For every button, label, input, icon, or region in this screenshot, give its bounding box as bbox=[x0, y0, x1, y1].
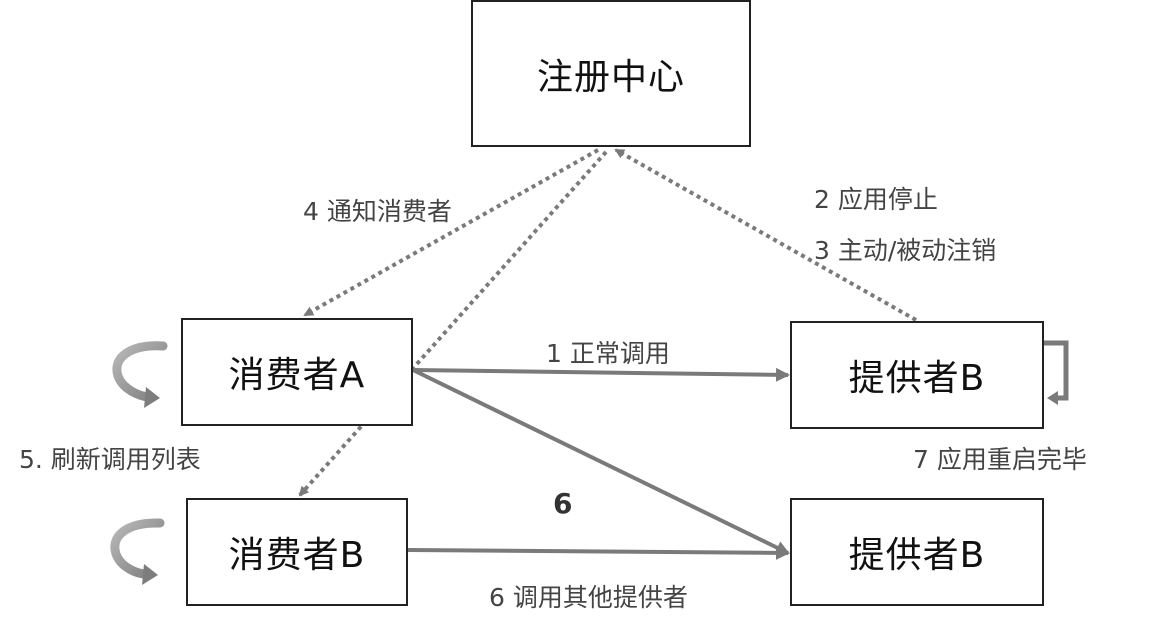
registry-center-box: 注册中心 bbox=[471, 0, 751, 147]
notify-consumer-a-arrow bbox=[303, 148, 599, 317]
normal-call-label: 1 正常调用 bbox=[546, 339, 670, 368]
provider-b-bottom-label: 提供者B bbox=[848, 535, 986, 576]
restart-done-label: 7 应用重启完毕 bbox=[913, 445, 1087, 474]
restart-loop-icon bbox=[1044, 340, 1069, 405]
provider-b-bottom-box: 提供者B bbox=[790, 498, 1044, 606]
consumer-a-label: 消费者A bbox=[228, 355, 366, 396]
registry-center-label: 注册中心 bbox=[536, 56, 685, 98]
call-other-provider-label: 6 调用其他提供者 bbox=[489, 583, 688, 612]
consumer-a-box: 消费者A bbox=[181, 318, 413, 426]
deregister-arrow bbox=[614, 148, 917, 322]
refresh-list-label: 5. 刷新调用列表 bbox=[19, 445, 201, 474]
deregister-label: 3 主动/被动注销 bbox=[814, 236, 997, 265]
app-stop-label: 2 应用停止 bbox=[814, 185, 938, 214]
provider-b-top-label: 提供者B bbox=[848, 358, 986, 399]
consumer-b-label: 消费者B bbox=[228, 535, 366, 576]
call-other-provider-arrow bbox=[407, 545, 790, 560]
step6-diagonal-arrow bbox=[412, 368, 790, 555]
normal-call-arrow bbox=[412, 367, 790, 382]
notify-consumer-label: 4 通知消费者 bbox=[303, 197, 452, 226]
refresh-curl-icon-a bbox=[112, 341, 168, 408]
provider-b-top-box: 提供者B bbox=[790, 321, 1044, 429]
step6-label: 6 bbox=[553, 487, 573, 520]
refresh-curl-icon-b bbox=[110, 518, 165, 585]
consumer-b-box: 消费者B bbox=[186, 498, 408, 606]
